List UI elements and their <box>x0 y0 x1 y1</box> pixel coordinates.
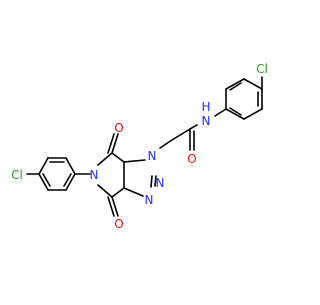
bond <box>123 159 146 163</box>
bond <box>63 173 72 187</box>
bond <box>97 152 113 166</box>
bond <box>225 108 245 120</box>
bond <box>65 157 76 175</box>
triazole-n2-label: N <box>156 176 165 190</box>
bond <box>42 173 51 187</box>
bond <box>111 152 125 163</box>
bond <box>154 175 157 187</box>
bond <box>229 82 242 91</box>
triazole-n1-label: N <box>148 149 157 163</box>
bond <box>214 108 227 117</box>
bond <box>38 173 49 191</box>
bond <box>38 157 49 175</box>
bond <box>189 124 198 130</box>
amide-nitrogen-label: N <box>202 114 211 128</box>
chlorine-label: Cl <box>256 62 268 76</box>
structure-diagram: Cl N H O N N N O N O Cl <box>11 62 268 231</box>
bond <box>243 108 263 120</box>
bond <box>107 133 115 154</box>
top-carbonyl-oxygen-label: O <box>114 121 123 135</box>
triazole-n3-label: N <box>145 193 154 207</box>
molecule-canvas: Cl N H O N N N O N O Cl <box>11 62 268 231</box>
chlorine-label: Cl <box>11 168 23 182</box>
imide-nitrogen-label: N <box>90 168 99 182</box>
bond <box>159 139 173 149</box>
bond <box>243 78 263 90</box>
bond <box>150 175 153 188</box>
amide-hydrogen-label: H <box>201 100 210 114</box>
bond <box>225 78 245 90</box>
bottom-carbonyl-oxygen-label: O <box>114 217 123 231</box>
bond <box>97 184 113 198</box>
bond <box>65 173 76 191</box>
bond <box>229 107 242 116</box>
bond <box>111 196 119 217</box>
bond <box>111 187 125 198</box>
bond <box>123 187 144 197</box>
bond <box>107 196 115 217</box>
bonds <box>26 76 263 217</box>
bond <box>111 133 119 154</box>
bond <box>171 128 191 141</box>
amide-oxygen-label: O <box>187 152 196 166</box>
atom-labels: Cl N H O N N N O N O Cl <box>11 62 268 231</box>
